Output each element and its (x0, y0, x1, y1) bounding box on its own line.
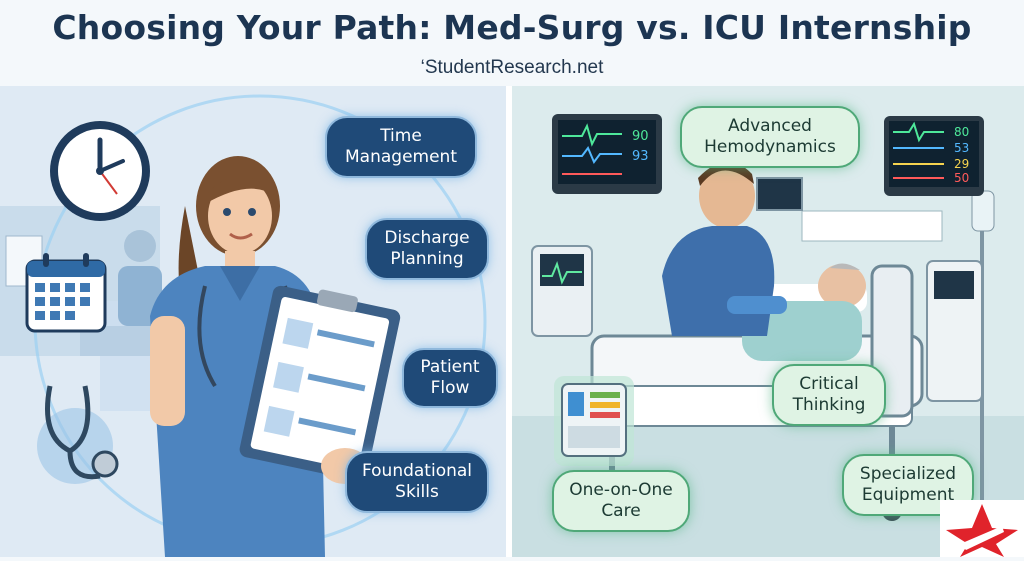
label-foundational-skills: Foundational Skills (345, 451, 489, 513)
patient-figure (742, 263, 866, 361)
label-discharge-planning: Discharge Planning (365, 218, 489, 280)
site-watermark: ‘StudentResearch.net (420, 57, 604, 78)
label-one-on-one-care: One-on-One Care (552, 470, 690, 532)
med-surg-panel: Time Management Discharge Planning Patie… (0, 86, 506, 557)
vitals-monitor-right: 80 53 29 50 (884, 116, 984, 200)
infusion-pump-icon (554, 376, 634, 470)
icu-panel: 90 93 80 53 29 50 Advanced H (512, 86, 1024, 557)
star-logo-icon (946, 504, 1018, 557)
clock-icon (45, 116, 155, 230)
background-nurse-head (124, 230, 156, 262)
monitor-left-value-2: 93 (632, 149, 649, 164)
label-advanced-hemodynamics: Advanced Hemodynamics (680, 106, 860, 168)
monitor-left-value-1: 90 (632, 129, 649, 144)
brand-logo (940, 500, 1024, 557)
monitor-right-value-3: 29 (954, 157, 969, 171)
label-critical-thinking: Critical Thinking (772, 364, 886, 426)
monitor-right-value-4: 50 (954, 171, 969, 185)
label-time-management: Time Management (325, 116, 477, 178)
panel-divider (506, 86, 512, 557)
clipboard-icon (239, 285, 401, 482)
label-patient-flow: Patient Flow (402, 348, 498, 408)
vitals-monitor-left: 90 93 (552, 114, 662, 198)
stethoscope-icon (35, 376, 125, 500)
monitor-right-value-2: 53 (954, 141, 969, 155)
monitor-right-value-1: 80 (954, 125, 969, 139)
calendar-icon (25, 251, 107, 337)
page-title: Choosing Your Path: Med-Surg vs. ICU Int… (52, 8, 972, 47)
icu-nurse-figure (662, 161, 787, 336)
